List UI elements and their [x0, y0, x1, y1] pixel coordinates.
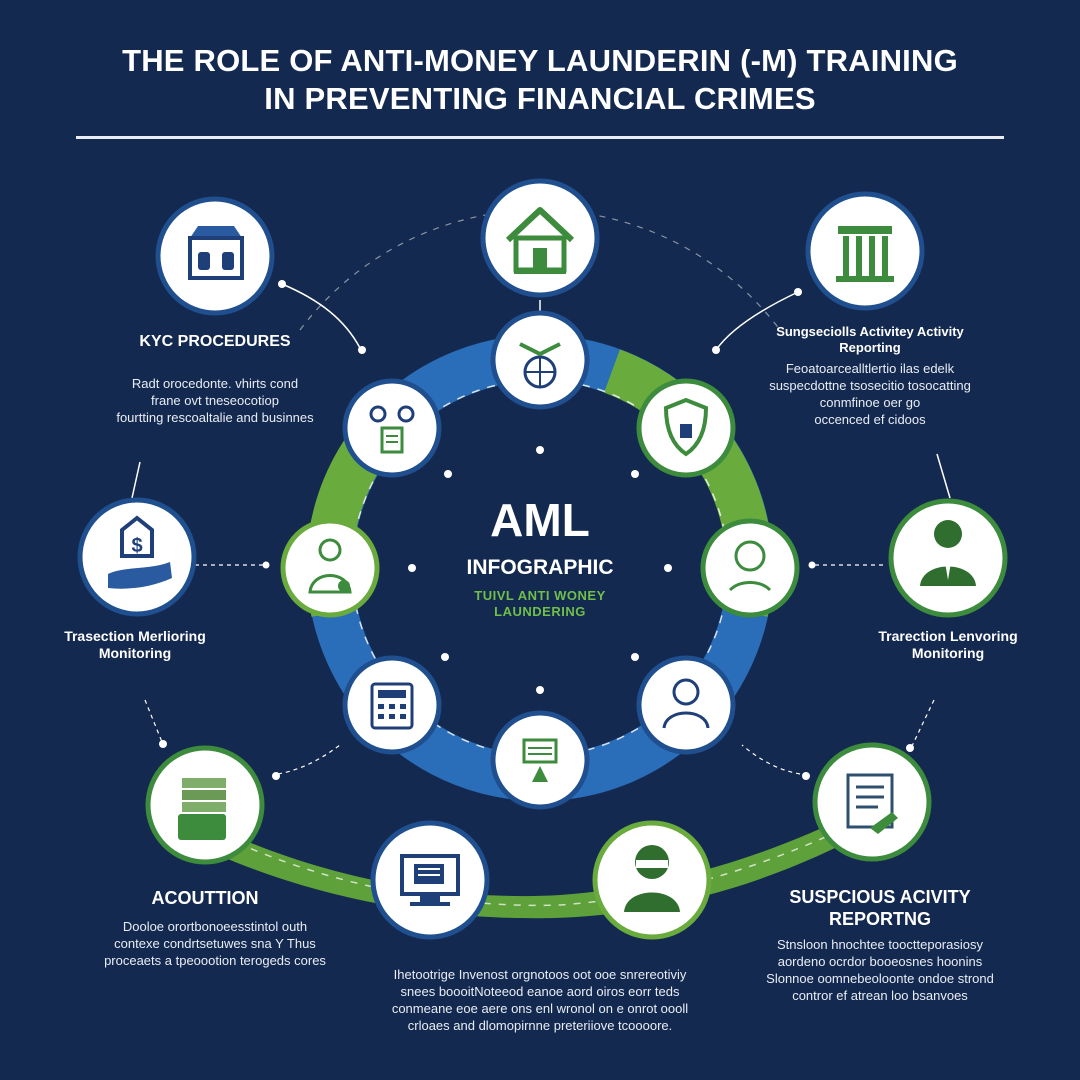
center-tagline: TUIVL ANTI WONEY LAUNDERING — [420, 588, 660, 620]
acquisition-description: Dooloe orortbonoeesstintol outh contexe … — [65, 918, 365, 969]
certificate-podium-icon — [490, 710, 590, 810]
pass-badge-icon — [700, 518, 800, 618]
connector-right-bottom — [911, 699, 935, 747]
connector-kyc — [281, 283, 361, 349]
dot — [358, 346, 366, 354]
title-line-2: IN PREVENTING FINANCIAL CRIMES — [264, 81, 816, 116]
dot — [278, 280, 286, 288]
dot — [631, 470, 639, 478]
sar-top-desc-line-4: occenced ef cidoos — [814, 412, 926, 427]
person-suit-icon — [888, 498, 1008, 618]
dot — [808, 561, 816, 569]
acquisition-desc-line-1: Dooloe orortbonoeesstintol outh — [122, 919, 308, 934]
globe-handshake-icon — [490, 310, 590, 410]
acquisition-desc-line-2: contexe condrtsetuwes sna Y Thus — [114, 936, 316, 951]
title-line-1: THE ROLE OF ANTI-MONEY LAUNDERIN (-M) TR… — [122, 43, 958, 78]
center-tag-line-2: LAUNDERING — [494, 604, 586, 619]
connector-bottom-left — [277, 744, 341, 775]
dot — [712, 346, 720, 354]
page-title: THE ROLE OF ANTI-MONEY LAUNDERIN (-M) TR… — [0, 42, 1080, 118]
kyc-description: Radt orocedonte. vhirts cond frane ovt t… — [70, 375, 360, 426]
tm-right-label: Trarection Lenvoring Monitoring — [838, 628, 1058, 662]
dot — [159, 740, 167, 748]
money-hand-icon: $ — [77, 497, 197, 617]
computer-monitor-icon — [370, 820, 490, 940]
sar-top-label: Sungseciolls Activitey Activity Reportin… — [745, 324, 995, 356]
cash-stack-icon — [145, 745, 265, 865]
dot — [664, 564, 672, 572]
center-subtitle: INFOGRAPHIC — [466, 556, 614, 579]
house-icon — [480, 178, 600, 298]
sar-top-label-line-1: Sungseciolls Activitey Activity — [776, 324, 964, 339]
dot — [794, 288, 802, 296]
shield-lock-icon — [636, 378, 736, 478]
bottom-swoosh-dashes — [209, 819, 863, 907]
title-divider — [76, 136, 1004, 139]
dot — [536, 686, 544, 694]
svg-text:$: $ — [131, 535, 142, 557]
center-title: AML — [490, 494, 590, 546]
kyc-desc-line-1: Radt orocedonte. vhirts cond — [131, 376, 299, 391]
acquisition-desc-line-3: proceaets a tpeoootion terogeds cores — [104, 953, 326, 968]
calculator-icon — [342, 655, 442, 755]
dot — [536, 446, 544, 454]
report-document-icon — [812, 742, 932, 862]
tm-right-label-line-1: Trarection Lenvoring — [878, 628, 1018, 644]
dot — [631, 653, 639, 661]
analyst-person-icon — [636, 655, 736, 755]
connector-left-bottom — [144, 699, 163, 743]
acquisition-label: ACOUTTION — [151, 888, 259, 908]
kyc-desc-line-3: fourtting rescoaltalie and businnes — [116, 410, 314, 425]
tm-left-label-line-2: Monitoring — [98, 645, 172, 661]
kyc-label: KYC PROCEDURES — [139, 333, 291, 350]
connector-left-top — [131, 461, 141, 499]
sar-bottom-desc-line-2: aordeno ocrdor booeosnes hoonins — [777, 954, 983, 969]
connector-sar-top — [715, 291, 799, 351]
sar-top-desc-line-3: conmfinoe oer go — [819, 395, 921, 410]
person-mask-icon — [592, 820, 712, 940]
dot — [802, 772, 810, 780]
storefront-icon — [155, 196, 275, 316]
bottom-desc-line-2: snees boooitNoteeod eanoe aord oiros eor… — [400, 984, 680, 999]
bank-building-icon — [805, 191, 925, 311]
dot — [408, 564, 416, 572]
sar-top-description: Feoatoarcealltlertio ilas edelk suspecdo… — [730, 360, 1010, 428]
tm-left-label-line-1: Trasection Merlioring — [64, 628, 206, 644]
bottom-desc-line-1: Ihetootrige Invenost orgnotoos oot ooe s… — [393, 967, 687, 982]
sar-bottom-label: SUSPCIOUS ACIVITY REPORTNG — [760, 886, 1000, 930]
dot — [444, 470, 452, 478]
people-network-icon — [342, 378, 442, 478]
sar-bottom-label-line-2: REPORTNG — [828, 909, 931, 929]
center-tag-line-1: TUIVL ANTI WONEY — [474, 588, 606, 603]
tm-right-label-line-2: Monitoring — [911, 645, 985, 661]
sar-bottom-desc-line-1: Stnsloon hnochtee tooctteporasiosy — [777, 937, 983, 952]
bottom-center-description: Ihetootrige Invenost orgnotoos oot ooe s… — [355, 966, 725, 1034]
sar-bottom-desc-line-3: Slonnoe oomnebeoloonte ondoe strond — [766, 971, 994, 986]
sar-top-desc-line-1: Feoatoarcealltlertio ilas edelk — [785, 361, 955, 376]
connector-bottom-right — [741, 744, 801, 775]
kyc-desc-line-2: frane ovt tneseocotiop — [151, 393, 279, 408]
sar-top-desc-line-2: suspecdottne tsosecitio tosocatting — [769, 378, 971, 393]
dot — [441, 653, 449, 661]
tm-left-label: Trasection Merlioring Monitoring — [30, 628, 240, 662]
dot — [272, 772, 280, 780]
connector-right-top — [936, 453, 951, 499]
sar-bottom-desc-line-4: contror ef atrean loo bsanvoes — [792, 988, 968, 1003]
bottom-desc-line-4: crloaes and dlomopirnne preteriiove tcoo… — [407, 1018, 673, 1033]
sar-bottom-label-line-1: SUSPCIOUS ACIVITY — [789, 887, 971, 907]
criminal-money-icon — [280, 518, 380, 618]
bottom-desc-line-3: conmeane eoe aere ons enl wronol on e on… — [391, 1001, 689, 1016]
sar-top-label-line-2: Reporting — [839, 340, 901, 355]
sar-bottom-description: Stnsloon hnochtee tooctteporasiosy aorde… — [735, 936, 1025, 1004]
dot — [262, 561, 270, 569]
dot — [906, 744, 914, 752]
